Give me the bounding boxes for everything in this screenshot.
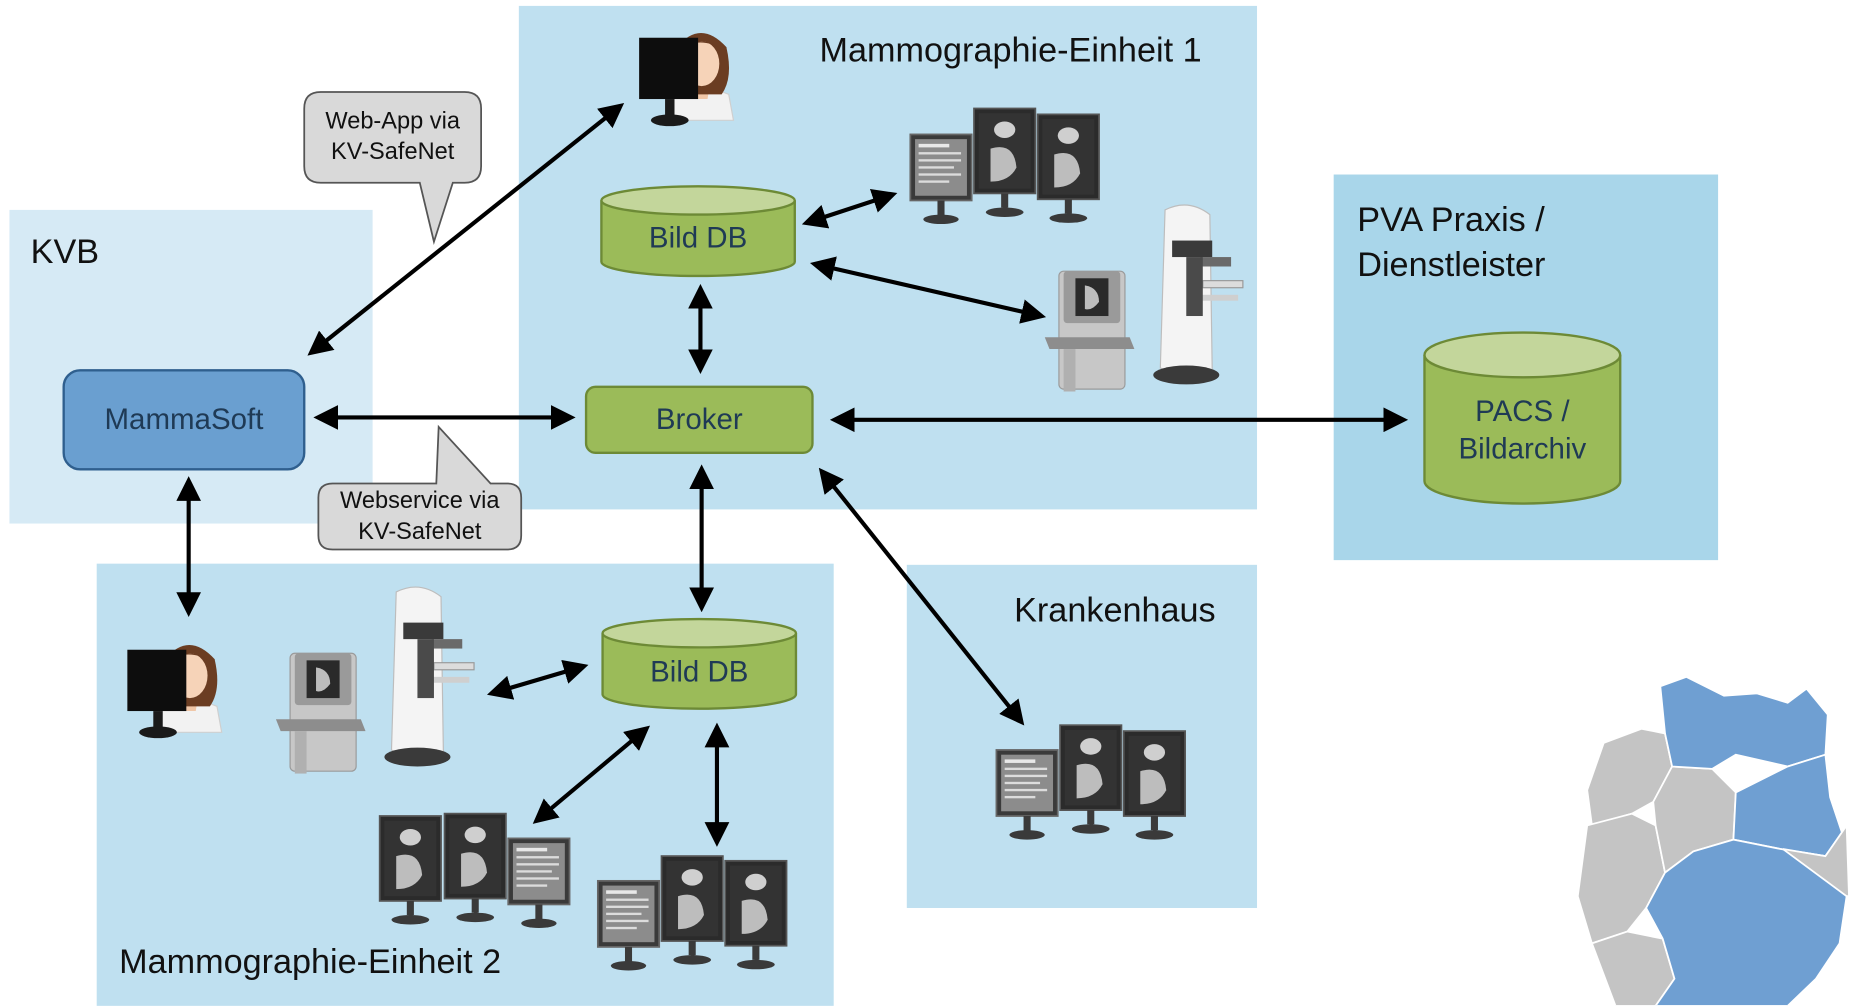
node-bild-db-1 [600, 185, 796, 278]
zone-label-kvb: KVB [30, 233, 100, 272]
callout-label-webapp: Web-App via KV-SafeNet [325, 108, 460, 166]
germany-map-icon [1576, 675, 1849, 1006]
node-pacs [1423, 331, 1622, 505]
mammography-unit-icon [275, 586, 475, 775]
node-bild-db-2 [601, 617, 798, 710]
arrow-bilddb2-mammo-unit [486, 659, 589, 700]
display-workstation-icon [973, 107, 1037, 218]
display-workstation-icon [1122, 730, 1186, 841]
display-workstation-icon [724, 859, 788, 971]
display-workstation-icon [378, 815, 442, 926]
node-label-bild-db-1: Bild DB [648, 221, 748, 255]
node-broker [584, 385, 814, 454]
arrow-bilddb2-workstations-left [532, 725, 650, 824]
display-workstation-icon [507, 837, 571, 929]
mammography-unit-icon [1044, 204, 1244, 393]
display-workstation-icon [1036, 113, 1100, 224]
arrow-bilddb1-mammo-unit [809, 256, 1047, 324]
node-label-broker: Broker [655, 403, 743, 437]
node-label-mammasoft: MammaSoft [104, 403, 264, 437]
display-workstation-icon [660, 855, 724, 966]
arrow-bilddb1-workstations [801, 188, 898, 229]
arrow-broker-krankenhaus [818, 467, 1025, 726]
display-workstation-icon [909, 133, 973, 225]
radiologist-icon [638, 32, 735, 127]
node-label-bild-db-2: Bild DB [650, 655, 749, 689]
radiologist-icon [126, 644, 223, 739]
display-workstation-icon [443, 812, 507, 924]
node-mammasoft [62, 369, 306, 471]
display-workstation-icon [1059, 724, 1123, 835]
zone-label-pva-praxis: PVA Praxis / Dienstleister [1357, 201, 1546, 285]
zone-label-mammographie-einheit-2: Mammographie-Einheit 2 [119, 943, 502, 982]
callout-webapp [303, 91, 482, 246]
display-workstation-icon [596, 879, 661, 972]
display-workstation-icon [995, 749, 1059, 841]
node-label-pacs: PACS / Bildarchiv [1458, 395, 1587, 466]
callout-webservice [317, 424, 523, 551]
arrow-mammasoft-webapp [307, 103, 625, 356]
callout-label-webservice: Webservice via KV-SafeNet [340, 488, 500, 545]
zone-label-krankenhaus: Krankenhaus [1014, 591, 1216, 630]
zone-label-mammographie-einheit-1: Mammographie-Einheit 1 [819, 31, 1202, 70]
